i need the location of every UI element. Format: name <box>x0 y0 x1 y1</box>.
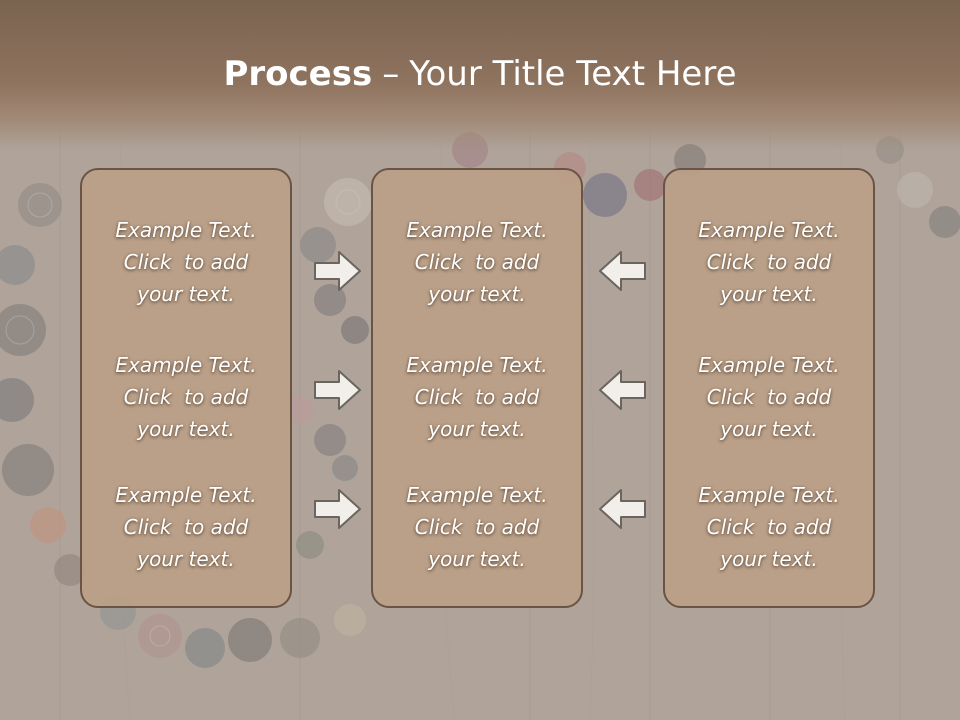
process-panel-left[interactable]: Example Text. Click to add your text. Ex… <box>80 168 292 608</box>
text-line: Example Text. <box>698 218 840 242</box>
panel-text-item[interactable]: Example Text. Click to add your text. <box>82 349 290 445</box>
text-line: your text. <box>428 282 526 306</box>
arrow-right-icon <box>314 370 361 410</box>
panel-text-item[interactable]: Example Text. Click to add your text. <box>82 214 290 310</box>
text-line: Example Text. <box>406 218 548 242</box>
text-line: your text. <box>428 547 526 571</box>
panel-text-item[interactable]: Example Text. Click to add your text. <box>665 479 873 575</box>
arrow-right-icon <box>314 251 361 291</box>
text-line: your text. <box>720 282 818 306</box>
text-line: Example Text. <box>698 353 840 377</box>
title-bold: Process <box>223 54 373 94</box>
arrow-right-icon <box>314 489 361 529</box>
text-line: Example Text. <box>406 353 548 377</box>
arrow-left-icon <box>599 251 646 291</box>
text-line: your text. <box>428 417 526 441</box>
panel-text-item[interactable]: Example Text. Click to add your text. <box>373 479 581 575</box>
title-band <box>0 0 960 150</box>
text-line: your text. <box>137 417 235 441</box>
text-line: Example Text. <box>115 218 257 242</box>
text-line: Click to add <box>706 250 832 274</box>
text-line: your text. <box>720 547 818 571</box>
arrow-left-icon <box>599 370 646 410</box>
text-line: Click to add <box>123 515 249 539</box>
text-line: Click to add <box>706 385 832 409</box>
panel-text-item[interactable]: Example Text. Click to add your text. <box>373 214 581 310</box>
text-line: Click to add <box>123 385 249 409</box>
arrow-left-icon <box>599 489 646 529</box>
text-line: Example Text. <box>115 353 257 377</box>
text-line: Example Text. <box>115 483 257 507</box>
text-line: Click to add <box>414 385 540 409</box>
process-panel-center[interactable]: Example Text. Click to add your text. Ex… <box>371 168 583 608</box>
panel-text-item[interactable]: Example Text. Click to add your text. <box>665 349 873 445</box>
process-panel-right[interactable]: Example Text. Click to add your text. Ex… <box>663 168 875 608</box>
panel-text-item[interactable]: Example Text. Click to add your text. <box>373 349 581 445</box>
text-line: your text. <box>137 547 235 571</box>
text-line: your text. <box>720 417 818 441</box>
title-separator: – <box>382 54 400 94</box>
text-line: Click to add <box>123 250 249 274</box>
text-line: Click to add <box>414 515 540 539</box>
slide-title[interactable]: Process–Your Title Text Here <box>0 48 960 100</box>
title-text: Your Title Text Here <box>409 54 737 94</box>
panel-text-item[interactable]: Example Text. Click to add your text. <box>665 214 873 310</box>
text-line: Example Text. <box>406 483 548 507</box>
text-line: Example Text. <box>698 483 840 507</box>
text-line: Click to add <box>706 515 832 539</box>
panel-text-item[interactable]: Example Text. Click to add your text. <box>82 479 290 575</box>
text-line: your text. <box>137 282 235 306</box>
text-line: Click to add <box>414 250 540 274</box>
